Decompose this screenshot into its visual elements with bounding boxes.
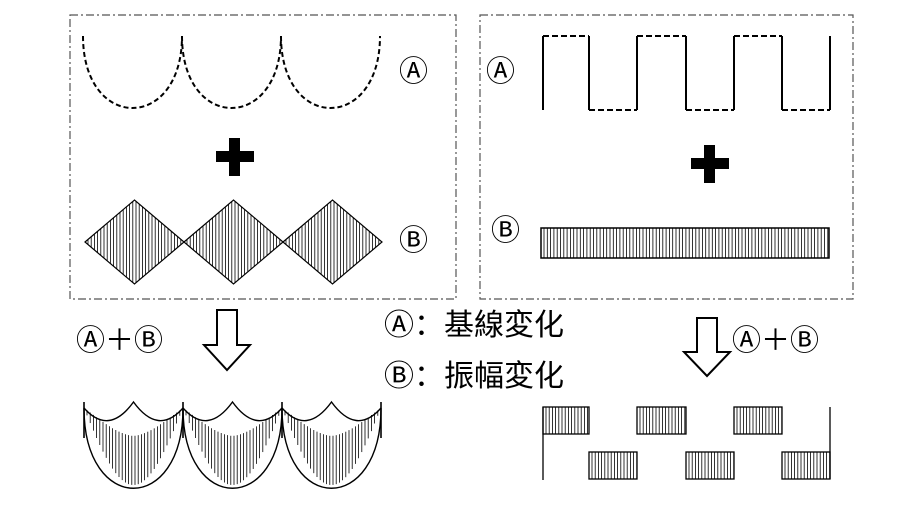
left-amplitude-wave <box>84 199 383 285</box>
amplitude-diamond <box>84 199 185 285</box>
result-band <box>685 451 735 480</box>
hollow-down-arrow-icon <box>681 317 733 378</box>
label-b-left: Ⓑ <box>399 223 429 257</box>
result-upper-arc <box>281 400 382 422</box>
result-lower-arc <box>83 407 184 489</box>
amplitude-diamond <box>282 199 383 285</box>
result-lower-arc <box>182 407 283 489</box>
right-combined-wave <box>542 406 831 480</box>
plus-icon <box>691 145 729 183</box>
result-band <box>733 406 783 435</box>
label-sum-left: Ⓐ＋Ⓑ <box>76 323 164 357</box>
amplitude-diamond <box>183 199 284 285</box>
result-upper-arc <box>83 400 184 422</box>
legend-amplitude: Ⓑ：振幅変化 <box>384 359 564 394</box>
right-panel-frame <box>479 14 854 300</box>
result-upper-arc <box>182 400 283 422</box>
legend-baseline: Ⓐ：基線変化 <box>384 308 564 343</box>
left-baseline-wave <box>82 35 381 109</box>
amplitude-band <box>540 227 830 259</box>
result-band <box>542 406 590 435</box>
left-panel-frame <box>69 14 457 300</box>
right-baseline-wave <box>542 35 831 111</box>
label-sum-right: Ⓐ＋Ⓑ <box>732 323 820 357</box>
result-band <box>781 451 831 480</box>
result-band <box>636 406 687 435</box>
left-combined-wave <box>83 400 382 489</box>
result-lower-arc <box>281 407 382 489</box>
hollow-down-arrow-icon <box>201 309 253 372</box>
result-band <box>588 451 638 480</box>
right-amplitude-wave <box>540 227 830 259</box>
baseline-arc-path <box>82 35 381 109</box>
label-a-right: Ⓐ <box>486 54 516 88</box>
plus-icon <box>216 138 254 176</box>
label-a-left: Ⓐ <box>399 54 429 88</box>
label-b-right: Ⓑ <box>491 213 521 247</box>
